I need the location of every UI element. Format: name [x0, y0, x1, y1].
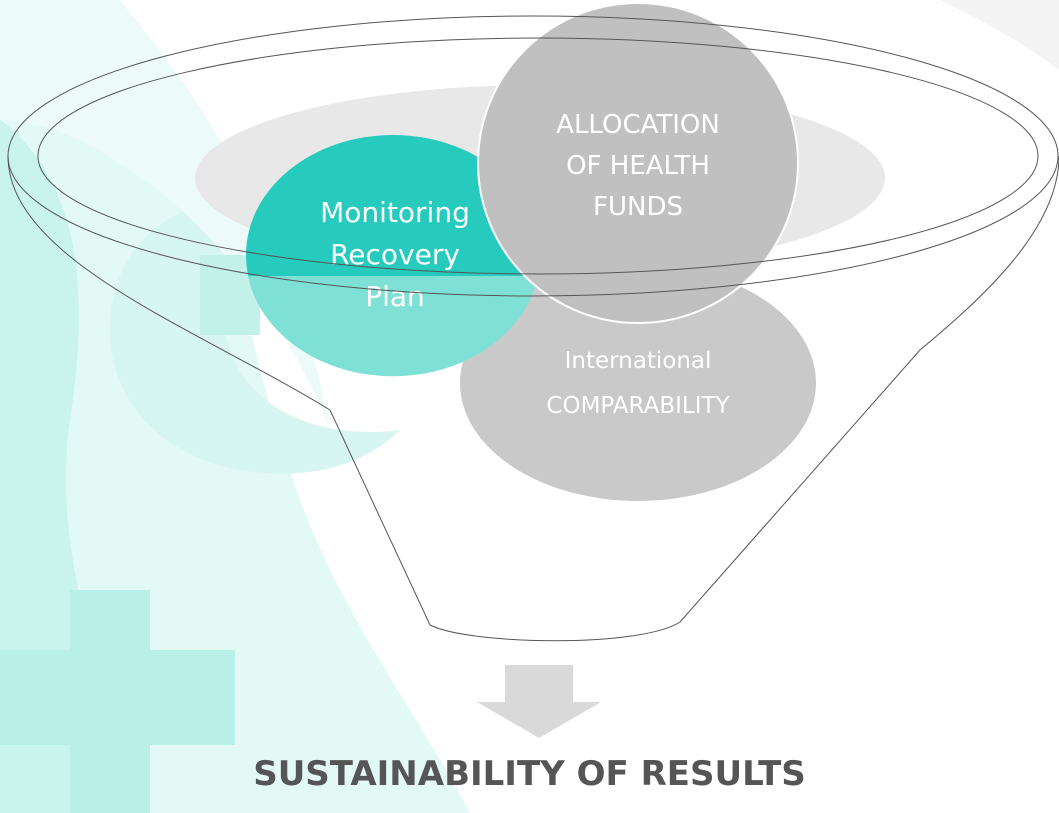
- international-circle: International COMPARABILITY: [460, 265, 816, 501]
- medical-cross-icon: [0, 590, 235, 813]
- monitoring-circle: Monitoring Recovery Plan: [246, 135, 540, 377]
- allocation-circle: ALLOCATION OF HEALTH FUNDS: [477, 2, 799, 324]
- down-arrow-icon: [477, 665, 601, 738]
- funnel-rim-inner: [37, 37, 1039, 275]
- result-title: SUSTAINABILITY OF RESULTS: [253, 754, 806, 794]
- allocation-line-2: OF HEALTH: [566, 151, 710, 181]
- monitoring-line-3: Plan: [365, 280, 425, 313]
- corner-shape: [940, 0, 1059, 70]
- background-swoosh-inner: [0, 120, 150, 813]
- funnel-outline: [7, 155, 1059, 642]
- allocation-line-3: FUNDS: [593, 192, 683, 222]
- monitoring-line-1: Monitoring: [320, 196, 470, 229]
- international-line-1: International: [565, 348, 712, 374]
- international-line-2: COMPARABILITY: [546, 393, 730, 419]
- allocation-line-1: ALLOCATION: [556, 110, 720, 140]
- funnel-rim-outer: [7, 15, 1059, 297]
- funnel-rim: [7, 15, 1059, 297]
- monitoring-line-2: Recovery: [330, 238, 460, 271]
- background-swoosh-arc: [110, 198, 400, 474]
